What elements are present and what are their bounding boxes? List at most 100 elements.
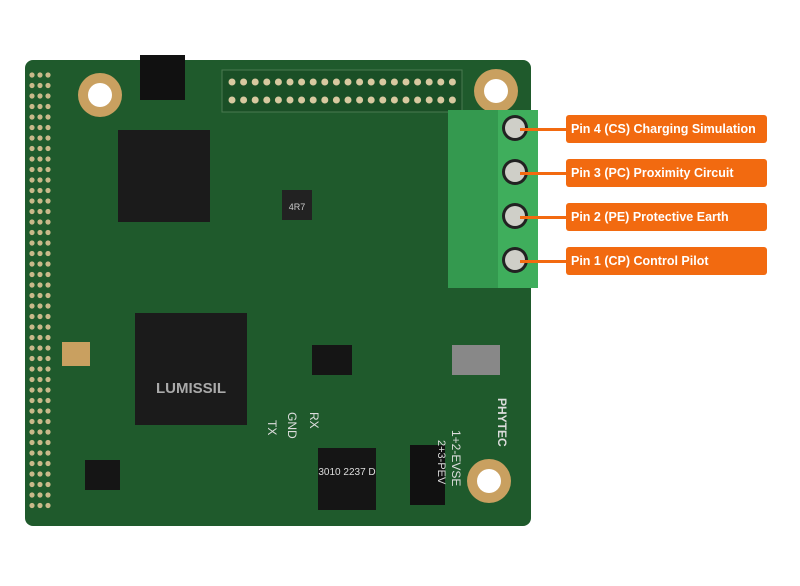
svg-text:4R7: 4R7 bbox=[289, 202, 306, 212]
edge-pad bbox=[29, 82, 35, 89]
edge-pad bbox=[45, 156, 51, 162]
edge-pad bbox=[29, 418, 35, 425]
edge-pad bbox=[37, 366, 43, 372]
callout-pin2: Pin 2 (PE) Protective Earth bbox=[566, 203, 767, 231]
mcu-chip bbox=[135, 313, 247, 425]
edge-pad bbox=[45, 450, 51, 456]
edge-pad bbox=[45, 397, 51, 404]
edge-pad bbox=[37, 250, 43, 257]
edge-pad bbox=[45, 72, 51, 78]
edge-pad bbox=[29, 324, 35, 330]
edge-pad bbox=[29, 93, 35, 99]
header-pin bbox=[344, 96, 352, 104]
edge-pad bbox=[37, 303, 43, 309]
edge-pad bbox=[37, 376, 43, 383]
edge-pad bbox=[45, 334, 51, 341]
edge-pad bbox=[37, 114, 43, 120]
edge-pad bbox=[29, 292, 35, 299]
edge-pad bbox=[45, 187, 51, 194]
header-pin bbox=[309, 96, 317, 104]
edge-pad bbox=[45, 114, 51, 120]
header-pin bbox=[402, 96, 410, 104]
edge-pad bbox=[37, 229, 43, 236]
edge-pad bbox=[37, 177, 43, 183]
switch bbox=[452, 345, 500, 375]
edge-pad bbox=[29, 397, 35, 404]
edge-pad bbox=[37, 397, 43, 404]
edge-pad bbox=[29, 334, 35, 341]
edge-pad bbox=[45, 313, 51, 320]
edge-pad bbox=[37, 282, 43, 288]
edge-pad bbox=[45, 229, 51, 236]
edge-pad bbox=[45, 135, 51, 141]
edge-pad bbox=[45, 471, 51, 477]
edge-pad bbox=[37, 292, 43, 299]
edge-pad bbox=[37, 82, 43, 89]
edge-pad bbox=[45, 219, 51, 225]
edge-pad bbox=[29, 345, 35, 351]
header-pin bbox=[309, 78, 317, 86]
edge-pad bbox=[45, 439, 51, 446]
header-pin bbox=[437, 96, 445, 104]
leader-line bbox=[520, 260, 568, 263]
edge-pad bbox=[45, 303, 51, 309]
edge-pad bbox=[37, 502, 43, 509]
header-pin bbox=[298, 78, 306, 86]
edge-pad bbox=[45, 208, 51, 215]
callout-pin1: Pin 1 (CP) Control Pilot bbox=[566, 247, 767, 275]
edge-pad bbox=[29, 282, 35, 288]
header-pin bbox=[414, 78, 422, 86]
edge-pad bbox=[37, 93, 43, 99]
header-pin bbox=[332, 78, 340, 86]
header-pin bbox=[448, 78, 456, 86]
header-pin bbox=[356, 96, 364, 104]
edge-pad bbox=[45, 124, 51, 131]
edge-pad bbox=[37, 334, 43, 341]
edge-pad bbox=[45, 387, 51, 393]
edge-pad bbox=[37, 187, 43, 194]
edge-pad bbox=[45, 103, 51, 110]
edge-pad bbox=[29, 366, 35, 372]
edge-pad bbox=[45, 250, 51, 257]
edge-pad bbox=[37, 135, 43, 141]
header-pin bbox=[274, 96, 282, 104]
mcu-marking: LUMISSIL bbox=[156, 380, 226, 397]
edge-pad bbox=[37, 471, 43, 477]
header-pin bbox=[437, 78, 445, 86]
header-pin bbox=[332, 96, 340, 104]
edge-pad bbox=[29, 72, 35, 78]
edge-pad bbox=[45, 408, 51, 414]
header-pin bbox=[274, 78, 282, 86]
edge-pad bbox=[45, 282, 51, 288]
edge-pad bbox=[37, 156, 43, 162]
header-pin bbox=[425, 78, 433, 86]
edge-pad bbox=[29, 439, 35, 446]
edge-pad bbox=[45, 292, 51, 299]
edge-pad bbox=[37, 450, 43, 456]
edge-pad bbox=[37, 429, 43, 435]
header-pin bbox=[379, 78, 387, 86]
header-pin bbox=[390, 96, 398, 104]
edge-pad bbox=[29, 502, 35, 509]
edge-pad bbox=[45, 240, 51, 246]
svg-text:RX: RX bbox=[307, 412, 321, 429]
header-pin bbox=[228, 96, 236, 104]
edge-pad bbox=[37, 492, 43, 498]
edge-pad bbox=[37, 439, 43, 446]
header-pin bbox=[251, 96, 259, 104]
edge-pad bbox=[37, 208, 43, 215]
edge-pad bbox=[29, 229, 35, 236]
header-pin bbox=[263, 96, 271, 104]
edge-pad bbox=[29, 208, 35, 215]
edge-pad bbox=[37, 240, 43, 246]
edge-pad bbox=[37, 481, 43, 488]
header-pin bbox=[367, 96, 375, 104]
cpu-chip bbox=[118, 130, 210, 222]
edge-pad bbox=[37, 124, 43, 131]
edge-pad bbox=[29, 429, 35, 435]
edge-pad bbox=[37, 261, 43, 267]
header-x8 bbox=[140, 55, 185, 100]
edge-pad bbox=[37, 324, 43, 330]
optocoupler bbox=[318, 448, 376, 510]
edge-pad bbox=[29, 103, 35, 110]
